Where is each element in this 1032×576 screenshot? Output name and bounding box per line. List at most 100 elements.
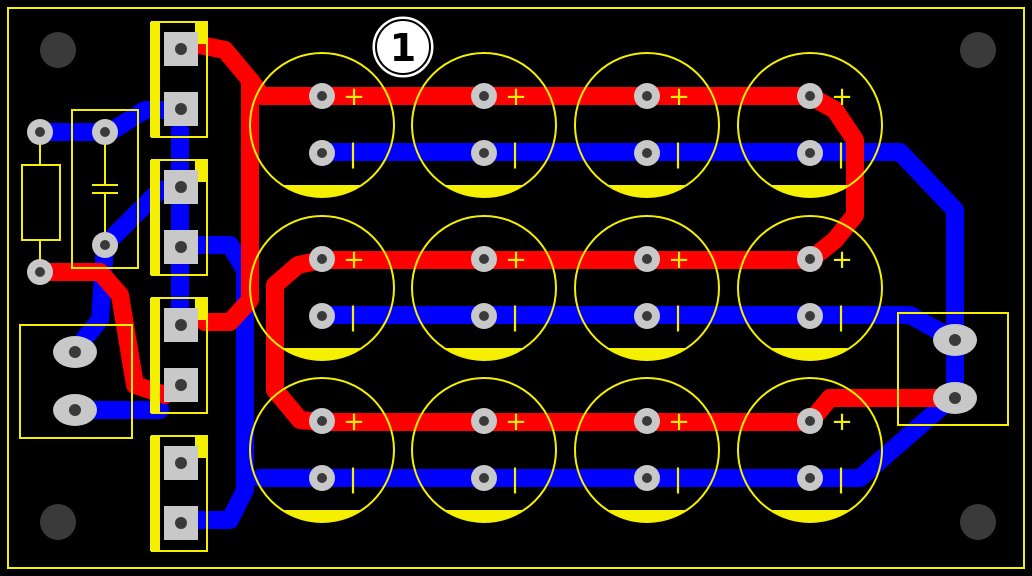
input-connector-outline (19, 324, 133, 439)
capacitor-outline (737, 52, 883, 198)
capacitor-minus-label: | (349, 302, 358, 332)
capacitor-plus-label: + (668, 245, 690, 275)
drill-hole (100, 127, 110, 137)
trace (196, 71, 259, 331)
drill-hole (949, 392, 961, 404)
electrolytic-capacitor: +| (411, 52, 557, 198)
regulator-tab (150, 22, 160, 137)
capacitor-minus-label: | (837, 302, 846, 332)
capacitor-plus-label: + (831, 245, 853, 275)
marker-ring (375, 19, 431, 75)
capacitor-polarity-stripe (444, 348, 524, 360)
mounting-hole-bottom-left (40, 504, 76, 540)
drill-hole (479, 416, 489, 426)
drill-hole (69, 404, 81, 416)
capacitor-minus-label: | (674, 464, 683, 494)
capacitor-minus-label: | (349, 139, 358, 169)
capacitor-plus-label: + (343, 407, 365, 437)
trace (313, 143, 964, 349)
drill-hole (805, 91, 815, 101)
capacitor-grid: +|+|+|+|+|+|+|+|+|+|+|+| (249, 52, 883, 523)
capacitor-outline (249, 215, 395, 361)
drill-hole (805, 311, 815, 321)
electrolytic-capacitor: +| (574, 215, 720, 361)
capacitor-plus-label: + (505, 82, 527, 112)
capacitor-plus-label: + (505, 245, 527, 275)
drill-hole (317, 416, 327, 426)
mounting-hole-bottom-right (960, 504, 996, 540)
capacitor-polarity-stripe (282, 348, 362, 360)
drill-hole (479, 91, 489, 101)
trace (31, 263, 174, 404)
drill-hole (175, 43, 187, 55)
capacitor-plus-label: + (343, 82, 365, 112)
drill-hole (175, 241, 187, 253)
drill-hole (317, 148, 327, 158)
capacitor-polarity-stripe (770, 185, 850, 197)
top-layer-traces (31, 36, 964, 431)
drill-hole (642, 473, 652, 483)
output-connector-outline (897, 312, 1009, 426)
regulator (150, 297, 208, 414)
electrolytic-capacitor: +| (737, 215, 883, 361)
drill-hole (479, 254, 489, 264)
regulator (150, 21, 208, 138)
regulators (150, 21, 208, 552)
drill-hole (642, 311, 652, 321)
capacitor-polarity-stripe (607, 348, 687, 361)
board-outline (7, 7, 1025, 569)
electrolytic-capacitor: +| (411, 215, 557, 361)
capacitor-minus-label: | (511, 464, 520, 494)
marker-circle (369, 13, 437, 81)
capacitor-outline (737, 377, 883, 523)
capacitor-polarity-stripe (770, 510, 850, 522)
drill-hole (317, 473, 327, 483)
capacitor-polarity-stripe (282, 510, 362, 522)
trace (266, 251, 331, 431)
capacitor-plus-label: + (831, 82, 853, 112)
capacitor-polarity-stripe (444, 185, 524, 198)
input-connector (19, 324, 133, 439)
capacitor-outline (411, 377, 557, 523)
drill-hole (317, 311, 327, 321)
electrolytic-capacitor: +| (737, 52, 883, 198)
regulator-tab (150, 298, 160, 413)
drill-hole (479, 148, 489, 158)
drill-hole (175, 457, 187, 469)
resistor (21, 119, 61, 285)
capacitor-outline (411, 215, 557, 361)
mounting-holes (40, 32, 996, 540)
capacitor-plus-label: + (668, 82, 690, 112)
marker-label: 1 (390, 26, 416, 70)
capacitor-polarity-stripe (770, 348, 850, 360)
capacitor-minus-label: | (674, 302, 683, 332)
capacitor-minus-label: | (511, 302, 520, 332)
drill-hole (642, 148, 652, 158)
small-capacitor-outline (71, 109, 139, 269)
capacitor-polarity-stripe (444, 510, 524, 522)
regulator-tab (150, 436, 160, 551)
drill-hole (175, 517, 187, 529)
capacitor-plus-label: + (668, 407, 690, 437)
capacitor-plus-label: + (831, 407, 853, 437)
electrolytic-capacitor: +| (737, 377, 883, 523)
electrolytic-capacitor: +| (249, 377, 395, 523)
capacitor-minus-label: | (349, 464, 358, 494)
electrolytic-capacitor: +| (574, 377, 720, 523)
drill-hole (175, 319, 187, 331)
trace (171, 236, 254, 529)
drill-hole (175, 379, 187, 391)
drill-hole (949, 334, 961, 346)
drill-hole (317, 254, 327, 264)
drill-hole (317, 91, 327, 101)
capacitor-minus-label: | (511, 139, 520, 169)
output-connector (897, 312, 1009, 426)
drill-hole (479, 311, 489, 321)
drill-hole (805, 254, 815, 264)
capacitor-plus-label: + (505, 407, 527, 437)
electrolytic-capacitor: +| (574, 52, 720, 198)
capacitor-polarity-stripe (282, 185, 362, 198)
electrolytic-capacitor: +| (249, 52, 395, 198)
drill-hole (805, 148, 815, 158)
capacitor-minus-label: | (837, 139, 846, 169)
